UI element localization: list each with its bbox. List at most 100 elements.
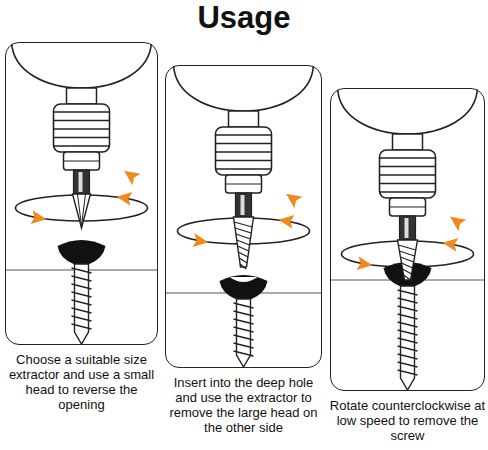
- screw-thread: [234, 303, 254, 308]
- screw-thread: [72, 276, 92, 281]
- collar-ridge: [54, 128, 110, 129]
- step-panel: Choose a suitable size extractor and use…: [2, 42, 161, 412]
- screw-thread: [72, 308, 92, 313]
- screw-head: [220, 275, 268, 299]
- step-panel: Rotate counterclockwise at low speed to …: [327, 88, 488, 443]
- chuck-collar: [216, 127, 272, 175]
- collar-ridge: [54, 111, 110, 112]
- spiral-flute: [239, 258, 247, 263]
- collar-ridge: [216, 168, 272, 169]
- spiral-flute: [403, 269, 412, 274]
- extractor-spiral: [398, 240, 418, 280]
- collar-ridge: [380, 191, 436, 192]
- spiral-flute: [402, 263, 413, 268]
- collar-ridge: [54, 120, 110, 121]
- rotation-arrow: [31, 210, 48, 226]
- screw-thread: [234, 335, 254, 340]
- spiral-flute: [234, 222, 252, 227]
- spiral-flute: [236, 234, 251, 239]
- chuck-nose: [64, 152, 100, 170]
- bit-shaft-highlight: [405, 218, 409, 238]
- spiral-flute: [400, 257, 413, 262]
- screw-thread: [234, 327, 254, 332]
- nose-line: [64, 160, 100, 161]
- bit-shaft-highlight: [79, 172, 83, 192]
- panel-frame: [165, 65, 322, 368]
- collar-ridge: [380, 157, 436, 158]
- rotation-arrow: [120, 165, 140, 185]
- screw-thread: [398, 362, 418, 367]
- screw-thread: [234, 311, 254, 316]
- screw-thread: [234, 319, 254, 324]
- spiral-flute: [237, 240, 250, 245]
- collar-ridge: [54, 137, 110, 138]
- screw-thread: [398, 306, 418, 311]
- rotation-arrow: [446, 211, 466, 231]
- screw-thread: [398, 322, 418, 327]
- collar-ridge: [216, 151, 272, 152]
- drill-body: [338, 88, 478, 134]
- screw-thread: [398, 314, 418, 319]
- screw-thread: [398, 298, 418, 303]
- panel-illustration: [5, 42, 158, 344]
- chuck-collar: [380, 150, 436, 198]
- step-caption: Choose a suitable size extractor and use…: [2, 352, 161, 412]
- bit-shaft: [236, 193, 252, 217]
- rotation-arrow: [116, 190, 133, 206]
- rotation-arrow: [193, 233, 210, 249]
- bit-shaft-highlight: [241, 195, 245, 215]
- collar-ridge: [216, 160, 272, 161]
- drill-neck: [393, 134, 423, 150]
- screw-thread: [72, 300, 92, 305]
- screw-thread: [398, 354, 418, 359]
- collar-ridge: [380, 174, 436, 175]
- chuck-nose: [390, 198, 426, 216]
- drill-body: [174, 65, 314, 111]
- chuck-nose: [226, 175, 262, 193]
- step-panel: Insert into the deep hole and use the ex…: [162, 65, 325, 435]
- chuck-collar: [54, 104, 110, 152]
- screw-thread: [72, 268, 92, 273]
- collar-ridge: [380, 166, 436, 167]
- rotation-arrow: [357, 256, 374, 272]
- panel-frame: [5, 42, 158, 345]
- screw-thread: [398, 338, 418, 343]
- panel-frame: [330, 88, 485, 391]
- collar-ridge: [380, 183, 436, 184]
- collar-ridge: [216, 134, 272, 135]
- screw-thread: [72, 284, 92, 289]
- title: Usage: [0, 0, 488, 36]
- screw-thread: [398, 370, 418, 375]
- spiral-flute: [235, 228, 251, 233]
- spiral-flute: [398, 245, 415, 250]
- rotation-arrow: [282, 188, 302, 208]
- bit-shaft: [74, 170, 90, 194]
- rotation-arrow: [278, 213, 295, 229]
- extractor-tip: [73, 194, 91, 228]
- collar-ridge: [54, 145, 110, 146]
- head-notch: [230, 277, 258, 282]
- nose-line: [226, 183, 262, 184]
- spiral-flute: [238, 252, 248, 257]
- drill-body: [12, 42, 152, 88]
- bit-shaft: [400, 216, 416, 240]
- screw-shaft: [237, 299, 251, 367]
- panel-illustration: [165, 65, 322, 367]
- step-caption: Rotate counterclockwise at low speed to …: [327, 398, 488, 443]
- spiral-flute: [240, 264, 246, 269]
- tip-facet: [78, 194, 82, 226]
- screw-thread: [72, 292, 92, 297]
- extractor-spiral: [234, 217, 254, 267]
- screw-head: [58, 240, 106, 264]
- spiral-flute: [404, 275, 411, 280]
- screw-thread: [398, 346, 418, 351]
- screw-thread: [72, 316, 92, 321]
- drill-neck: [229, 111, 259, 127]
- nose-line: [390, 206, 426, 207]
- drill-neck: [67, 88, 97, 104]
- spiral-flute: [399, 251, 414, 256]
- spiral-flute: [238, 246, 249, 251]
- screw-thread: [398, 290, 418, 295]
- rotation-arrow: [442, 236, 459, 252]
